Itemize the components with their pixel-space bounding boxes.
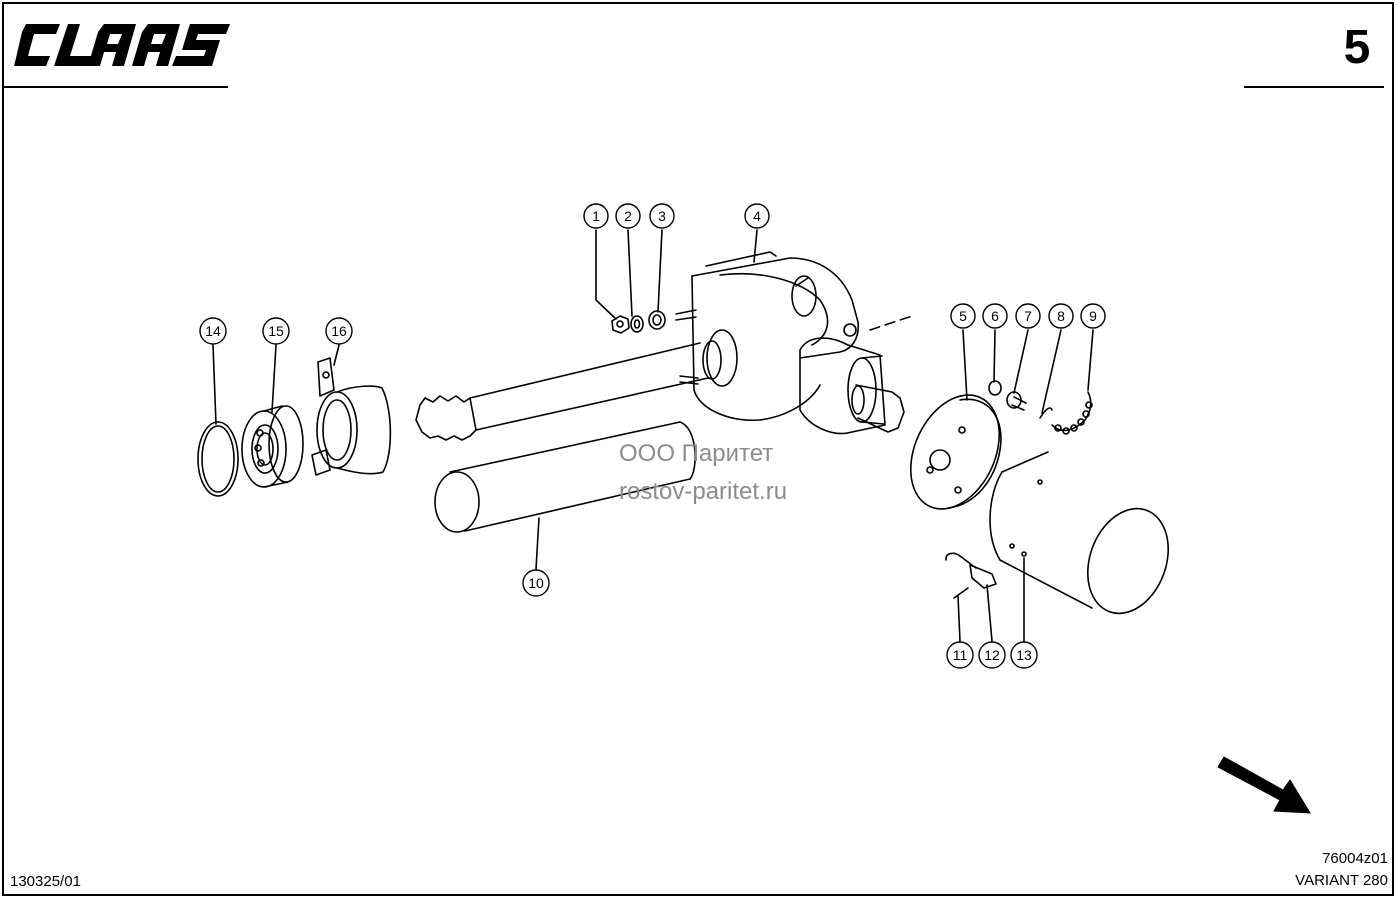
svg-text:1: 1: [592, 208, 600, 224]
callout-14: 14: [199, 317, 227, 345]
callout-3: 3: [649, 203, 675, 229]
svg-text:16: 16: [331, 323, 347, 339]
chain-part: [1039, 391, 1093, 435]
callout-10: 10: [522, 569, 550, 597]
svg-text:11: 11: [953, 647, 968, 663]
callout-15: 15: [262, 317, 290, 345]
svg-text:14: 14: [205, 323, 221, 339]
direction-arrow-icon: [1217, 756, 1311, 814]
header-rule-left: [4, 86, 228, 88]
svg-text:2: 2: [624, 208, 632, 224]
bolt-washer-parts: [988, 380, 1027, 411]
svg-text:6: 6: [991, 308, 999, 324]
svg-text:9: 9: [1089, 308, 1097, 324]
flange-plate-part: [869, 314, 1002, 510]
pin-clip-parts: [945, 552, 997, 599]
nut-washer-parts: [611, 310, 666, 334]
gearbox-part: [675, 251, 905, 435]
callout-7: 7: [1015, 303, 1041, 329]
svg-text:5: 5: [959, 308, 967, 324]
svg-text:8: 8: [1057, 308, 1065, 324]
callout-12: 12: [978, 641, 1006, 669]
callout-1: 1: [583, 203, 609, 229]
svg-text:4: 4: [753, 208, 761, 224]
shaft-tube-part: [434, 421, 696, 533]
svg-text:12: 12: [984, 647, 1000, 663]
bearing-part: [241, 405, 304, 488]
drawing-id: 76004z01: [1322, 850, 1388, 867]
snap-ring-part: [197, 421, 239, 497]
svg-text:10: 10: [528, 575, 544, 591]
svg-text:7: 7: [1024, 308, 1032, 324]
callout-9: 9: [1080, 303, 1106, 329]
callout-6: 6: [982, 303, 1008, 329]
leader-lines: [212, 229, 1094, 642]
page-number: 5: [1343, 21, 1371, 74]
splined-shaft-part: [415, 329, 738, 441]
callout-11: 11: [946, 641, 974, 669]
header-rule-right: [1244, 86, 1384, 88]
claas-logo: [14, 24, 230, 66]
watermark-company: ООО Паритет: [619, 440, 774, 467]
svg-text:13: 13: [1016, 647, 1032, 663]
svg-text:15: 15: [268, 323, 284, 339]
callout-8: 8: [1048, 303, 1074, 329]
model-name: VARIANT 280: [1295, 872, 1388, 889]
callout-4: 4: [744, 203, 770, 229]
guard-cylinder-part: [989, 451, 1170, 615]
callout-13: 13: [1010, 641, 1038, 669]
callout-16: 16: [325, 317, 353, 345]
callout-5: 5: [950, 303, 976, 329]
document-number: 130325/01: [10, 873, 81, 890]
watermark-url: rostov-paritet.ru: [619, 478, 788, 505]
bearing-housing-part: [311, 357, 392, 476]
callout-2: 2: [615, 203, 641, 229]
svg-text:3: 3: [658, 208, 666, 224]
